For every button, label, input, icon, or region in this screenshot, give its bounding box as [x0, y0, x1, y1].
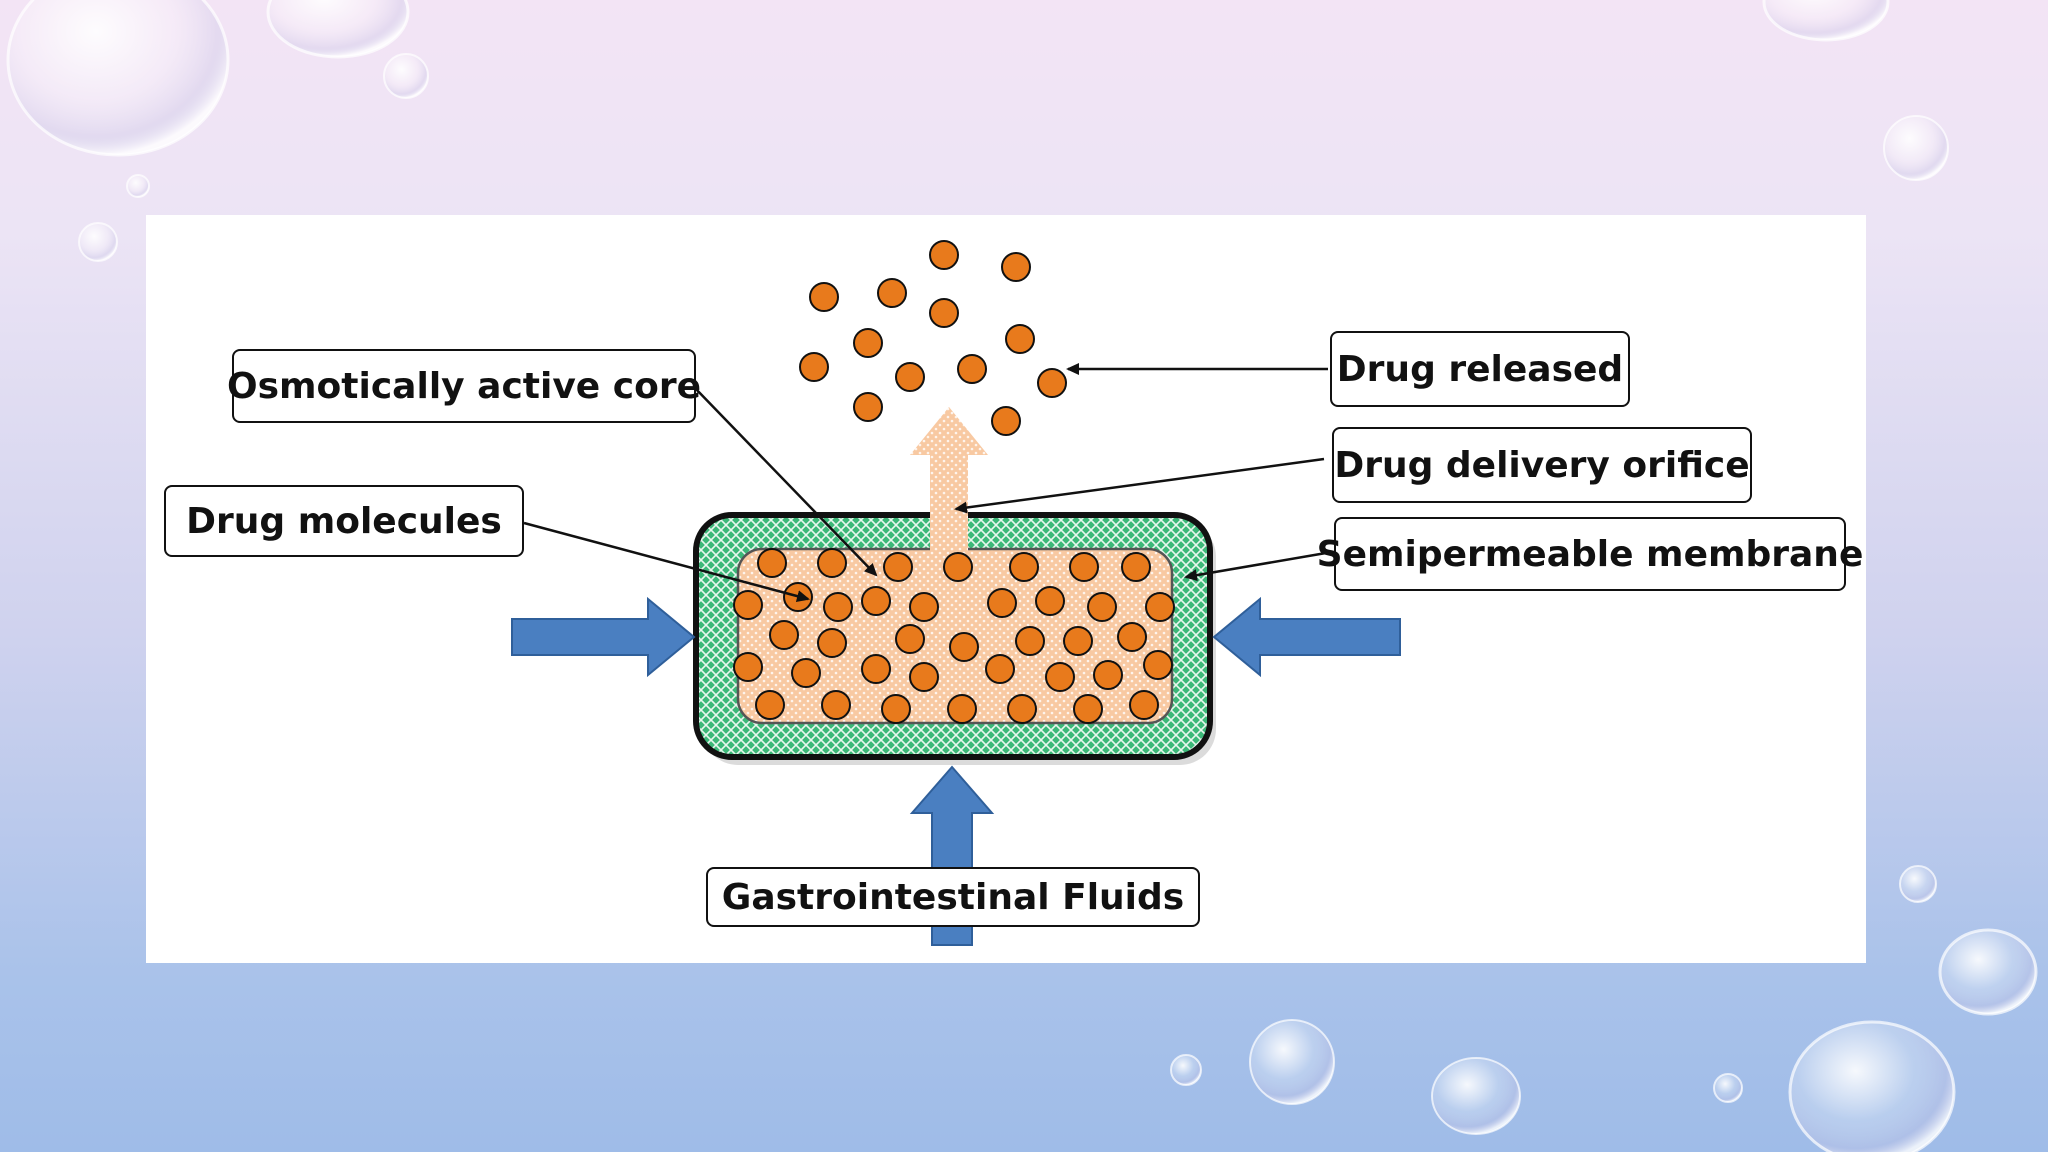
label-osmotic-core: Osmotically active core	[227, 349, 701, 423]
leader-membrane	[1184, 551, 1327, 582]
fluid-arrow-left	[511, 596, 696, 678]
drug-molecules-core	[733, 548, 1175, 724]
release-arrow	[910, 407, 988, 515]
leader-drug-molecules	[523, 521, 810, 602]
delivery-orifice-channel	[930, 513, 968, 553]
label-delivery-orifice: Drug delivery orifice	[1332, 427, 1752, 503]
leader-osmotic-core	[693, 386, 878, 577]
diagram-panel: Osmotically active core Drug molecules D…	[146, 215, 1866, 963]
label-gi-fluids: Gastrointestinal Fluids	[706, 867, 1200, 927]
leader-lines	[523, 363, 1328, 602]
osmotic-pump-diagram	[511, 240, 1401, 946]
drug-molecules-released	[799, 240, 1067, 436]
label-semipermeable-membrane: Semipermeable membrane	[1317, 517, 1863, 591]
leader-delivery-orifice	[954, 457, 1325, 514]
label-drug-molecules: Drug molecules	[164, 485, 524, 557]
label-drug-released: Drug released	[1330, 331, 1630, 407]
fluid-arrow-right	[1212, 596, 1401, 678]
droplet-group	[6, 0, 2038, 1152]
